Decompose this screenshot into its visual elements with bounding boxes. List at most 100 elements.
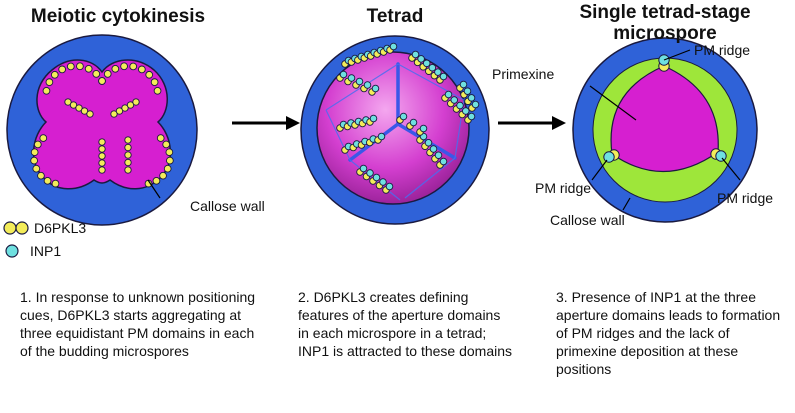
inp1-bead <box>347 74 356 82</box>
d6pkl3-bead <box>111 64 120 73</box>
callose-wall-label-panel-1: Callose wall <box>190 198 265 214</box>
d6pkl3-bead <box>150 78 159 86</box>
d6pkl3-bead <box>124 158 132 167</box>
d6pkl3-bead <box>138 65 146 74</box>
inp1-bead <box>467 94 476 102</box>
inp1-bead <box>399 112 408 121</box>
aperture-domain-aggregates-panel-2 <box>336 42 480 194</box>
d6pkl3-bead <box>32 164 41 173</box>
inp1-bead <box>459 80 468 89</box>
callose-wall-label-panel-3: Callose wall <box>550 212 625 228</box>
d6pkl3-bead <box>30 156 38 165</box>
inp1-bead <box>355 77 364 86</box>
legend-d6pkl3-icon <box>3 221 29 235</box>
d6pkl3-bead <box>39 134 48 142</box>
d6pkl3-bead <box>159 171 167 180</box>
d6pkl3-bead <box>156 134 165 142</box>
d6pkl3-bead <box>50 70 59 79</box>
inp1-bead <box>372 173 381 182</box>
d6pkl3-bead <box>76 62 84 71</box>
arrow-2 <box>498 116 566 130</box>
pm-ridge-left-aggregate <box>603 149 620 163</box>
d6pkl3-bead <box>110 110 118 118</box>
d6pkl3-bead <box>153 86 162 95</box>
inp1-bead <box>439 157 448 166</box>
d6pkl3-bead <box>103 70 112 78</box>
inp1-bead <box>434 151 443 159</box>
inp1-bead <box>450 96 459 104</box>
callose-leader-panel-1 <box>147 179 161 199</box>
microspore-cytoplasm <box>610 65 719 173</box>
inp1-bead <box>428 63 437 72</box>
panel-3-title-line-2: microspore <box>613 23 717 44</box>
d6pkl3-bead <box>84 64 93 73</box>
inp1-bead <box>429 145 438 153</box>
d6pkl3-bead <box>86 110 94 118</box>
d6pkl3-bead <box>98 152 106 160</box>
d6pkl3-bead <box>37 171 45 180</box>
inp1-bead <box>471 100 480 109</box>
panel-2-title: Tetrad <box>366 6 424 27</box>
inp1-bead <box>409 118 418 127</box>
panel-3-caption: 3. Presence of INP1 at the three apertur… <box>556 289 781 377</box>
d6pkl3-bead <box>45 78 54 86</box>
d6pkl3-bead <box>43 176 52 185</box>
inp1-bead <box>411 50 420 59</box>
legend-inp1-label: INP1 <box>30 243 62 259</box>
inp1-bead <box>369 114 378 123</box>
d6pkl3-bead <box>42 86 51 95</box>
panel-1-title: Meiotic cytokinesis <box>30 6 206 27</box>
d6pkl3-bead <box>98 159 106 167</box>
d6pkl3-bead <box>69 101 78 109</box>
legend-inp1-icon <box>5 244 19 258</box>
d6pkl3-bead <box>166 156 174 165</box>
d6pkl3-bead <box>33 140 42 149</box>
d6pkl3-bead <box>129 62 138 71</box>
inp1-bead <box>463 87 472 95</box>
inp1-bead <box>456 101 464 110</box>
pm-ridge-top-aggregate <box>658 54 670 72</box>
pm-ridge-right-aggregate <box>710 148 727 162</box>
legend-d6pkl3-label: D6PKL3 <box>34 220 87 236</box>
panel-3-microspore <box>572 37 758 223</box>
d6pkl3-bead <box>98 77 106 85</box>
inp1-bead <box>439 72 448 81</box>
d6pkl3-bead <box>126 101 135 109</box>
d6pkl3-bead <box>152 176 161 185</box>
d6pkl3-bead <box>51 179 60 188</box>
d6pkl3-bead <box>124 136 132 144</box>
inp1-bead <box>385 182 394 191</box>
panel-1-caption: 1. In response to unknown positioning cu… <box>20 289 256 359</box>
inp1-bead <box>379 178 387 186</box>
panel-2-tetrad <box>300 35 490 225</box>
d6pkl3-bead <box>163 164 172 173</box>
inp1-bead <box>366 169 374 177</box>
d6pkl3-bead <box>145 70 154 79</box>
d6pkl3-bead <box>98 145 106 153</box>
d6pkl3-bead <box>98 138 106 146</box>
d6pkl3-bead <box>132 98 140 106</box>
d6pkl3-bead <box>121 104 129 112</box>
primexine-label: Primexine <box>492 66 555 82</box>
d6pkl3-bead <box>162 140 171 149</box>
d6pkl3-bead <box>64 98 72 106</box>
d6pkl3-bead <box>58 65 66 74</box>
inp1-bead <box>371 84 380 93</box>
inp1-bead <box>419 124 428 133</box>
panel-2-caption: 2. D6PKL3 creates defining features of t… <box>298 289 512 359</box>
inp1-bead <box>377 132 386 141</box>
inp1-bead <box>359 164 368 173</box>
d6pkl3-bead <box>98 166 106 174</box>
arrow-1 <box>232 116 300 130</box>
inp1-bead <box>389 42 398 51</box>
inp1-bead <box>422 59 431 68</box>
inp1-bead <box>339 70 348 79</box>
d6pkl3-bead <box>115 107 124 115</box>
d6pkl3-bead <box>120 62 128 71</box>
inp1-bead <box>424 138 433 147</box>
panel-1-cell <box>6 34 198 226</box>
d6pkl3-bead <box>124 143 132 152</box>
d6pkl3-bead <box>92 70 101 78</box>
